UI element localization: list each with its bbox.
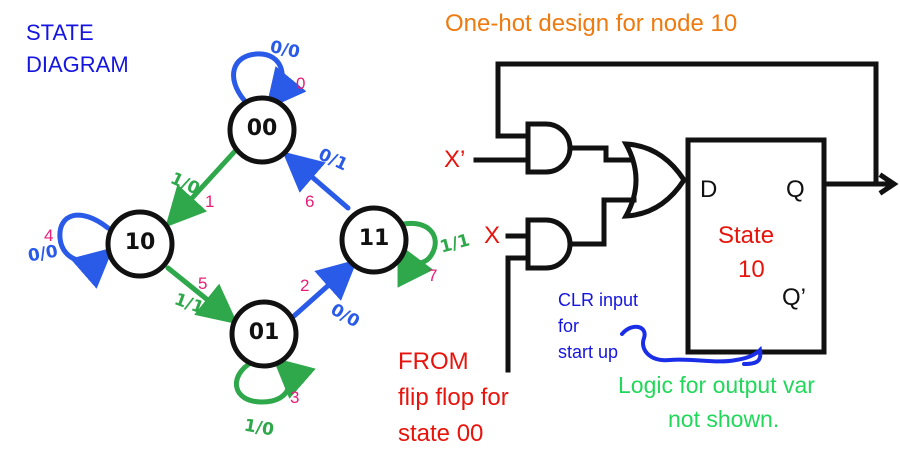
q-output-arrowhead [878,172,899,196]
transition-arrow-5 [165,265,238,325]
or-gate [621,141,687,219]
transition-number-6: 6 [305,192,315,211]
ff-name-line2: 10 [738,256,765,283]
clr-label-line2: for [558,316,580,336]
from-ff00-wire [505,255,531,373]
transition-number-1: 1 [205,192,215,211]
transition-number-2: 2 [300,276,310,295]
clr-label-line1: CLR input [558,290,639,310]
and-top-to-or-wire [567,145,635,163]
transition-arrow-2 [291,259,358,319]
from-label-line3: state 00 [398,420,484,447]
state-label-01: 01 [248,320,280,345]
transition-arrow-6 [282,151,351,211]
state-diagram-title-line1: STATE [26,20,94,45]
transition-number-5: 5 [198,274,208,293]
state-label-11: 11 [358,226,390,251]
from-label-line1: FROM [398,348,469,375]
transition-number-3: 3 [290,388,300,407]
input-x-prime-label: X’ [444,146,466,173]
ff-q-label: Q [786,176,805,203]
transition-arrow-1 [165,147,239,228]
state-label-00: 00 [246,116,278,141]
state-circle-01 [229,299,299,369]
state-diagram-title-line2: DIAGRAM [26,52,129,77]
input-x-label: X [484,222,501,249]
clr-scribble [620,324,763,366]
from-label-line2: flip flop for [398,384,509,411]
state-circle-00 [227,95,297,165]
transition-number-0: 0 [296,74,306,93]
note-line2: not shown. [668,406,780,432]
and-bottom-to-or-wire [567,197,637,247]
and-gate-bottom [525,217,573,271]
state-circle-10 [105,209,175,279]
self-loop-3 [234,357,316,405]
ff-qbar-label: Q’ [782,284,806,311]
note-line1: Logic for output var [618,372,815,398]
transition-number-7: 7 [428,266,438,285]
ff-d-label: D [700,176,718,203]
self-loop-0 [231,51,307,110]
self-loop-7 [397,220,438,288]
and-gate-top [525,121,573,175]
clr-label-line3: start up [558,342,619,362]
state-circle-11 [339,205,409,275]
state-label-10: 10 [124,230,156,255]
ff-name-line1: State [718,222,775,249]
transition-number-4: 4 [44,226,54,245]
circuit-title: One-hot design for node 10 [445,10,738,37]
self-loop-4 [57,212,114,289]
